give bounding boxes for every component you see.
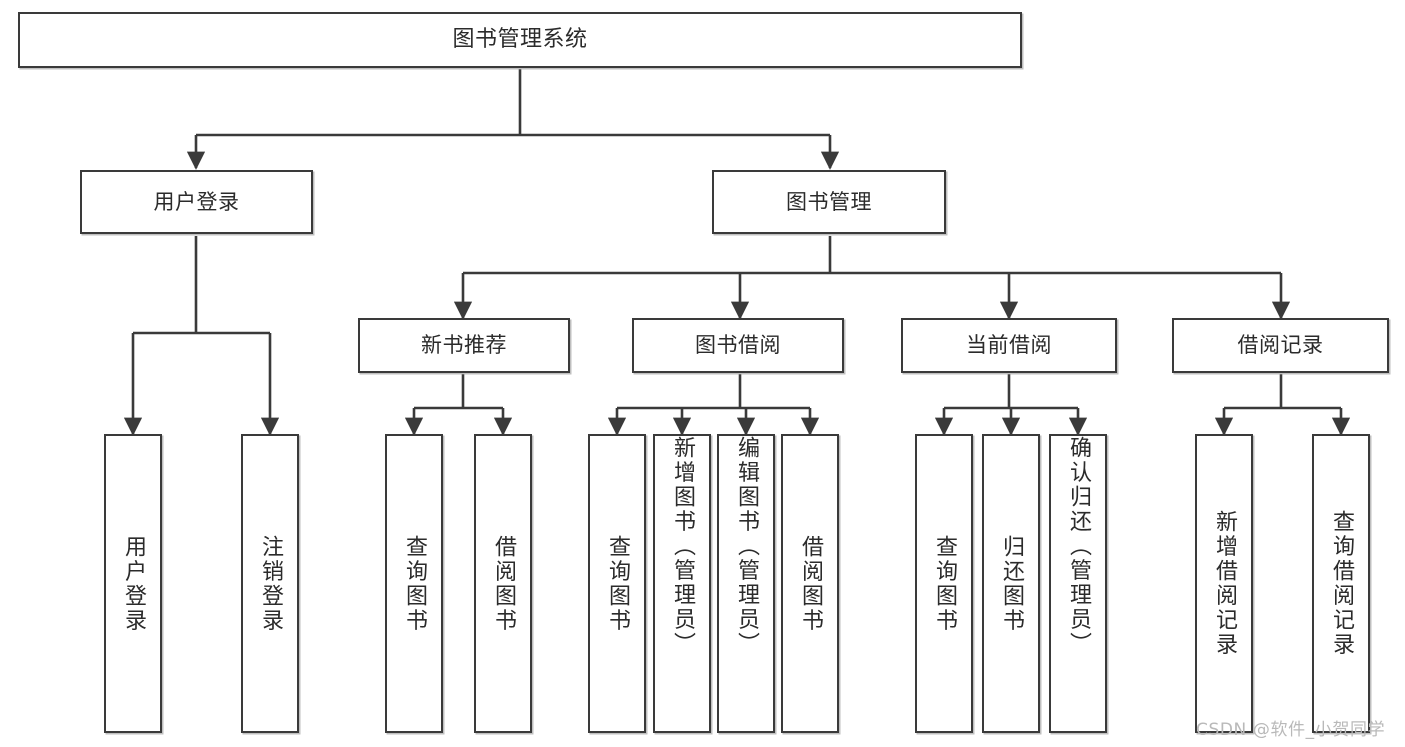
- leaf-add-borrow-record[interactable]: 新增借阅记录: [1195, 434, 1253, 733]
- leaf-query-borrow-record[interactable]: 查询借阅记录: [1312, 434, 1370, 733]
- leaf-edit-book-admin[interactable]: 编辑图书（管理员）: [717, 434, 775, 733]
- node-label: 确认归还（管理员）: [1066, 436, 1091, 657]
- node-label: 新增借阅记录: [1212, 510, 1237, 657]
- leaf-confirm-return-admin[interactable]: 确认归还（管理员）: [1049, 434, 1107, 733]
- node-label: 用户登录: [121, 534, 146, 633]
- node-label: 图书管理系统: [452, 27, 588, 53]
- node-label: 编辑图书（管理员）: [734, 436, 759, 657]
- node-label: 查询借阅记录: [1329, 510, 1354, 657]
- node-label: 借阅图书: [491, 534, 516, 633]
- node-user-login[interactable]: 用户登录: [80, 170, 313, 234]
- node-book-management[interactable]: 图书管理: [712, 170, 946, 234]
- csdn-watermark: CSDN @软件_小贺同学: [1196, 720, 1386, 740]
- node-book-borrow[interactable]: 图书借阅: [632, 318, 844, 373]
- leaf-logout[interactable]: 注销登录: [241, 434, 299, 733]
- node-label: 当前借阅: [966, 333, 1052, 358]
- node-root-book-management-system[interactable]: 图书管理系统: [18, 12, 1022, 68]
- node-label: 查询图书: [932, 534, 957, 633]
- leaf-user-login[interactable]: 用户登录: [104, 434, 162, 733]
- node-borrow-record[interactable]: 借阅记录: [1172, 318, 1389, 373]
- node-label: 查询图书: [402, 534, 427, 633]
- leaf-borrow-book-new[interactable]: 借阅图书: [474, 434, 532, 733]
- node-label: 图书借阅: [695, 333, 781, 358]
- node-label: 新增图书（管理员）: [670, 436, 695, 657]
- node-label: 图书管理: [786, 189, 872, 214]
- node-label: 新书推荐: [421, 333, 507, 358]
- node-new-book-recommend[interactable]: 新书推荐: [358, 318, 570, 373]
- node-label: 借阅图书: [798, 534, 823, 633]
- node-label: 查询图书: [605, 534, 630, 633]
- node-label: 用户登录: [153, 189, 240, 214]
- leaf-return-book[interactable]: 归还图书: [982, 434, 1040, 733]
- leaf-borrow-book[interactable]: 借阅图书: [781, 434, 839, 733]
- node-current-borrow[interactable]: 当前借阅: [901, 318, 1117, 373]
- node-label: 注销登录: [258, 534, 283, 633]
- node-label: 归还图书: [999, 534, 1024, 633]
- leaf-add-book-admin[interactable]: 新增图书（管理员）: [653, 434, 711, 733]
- leaf-query-book-borrow[interactable]: 查询图书: [588, 434, 646, 733]
- leaf-query-book-current[interactable]: 查询图书: [915, 434, 973, 733]
- node-label: 借阅记录: [1237, 333, 1324, 358]
- leaf-query-book-new[interactable]: 查询图书: [385, 434, 443, 733]
